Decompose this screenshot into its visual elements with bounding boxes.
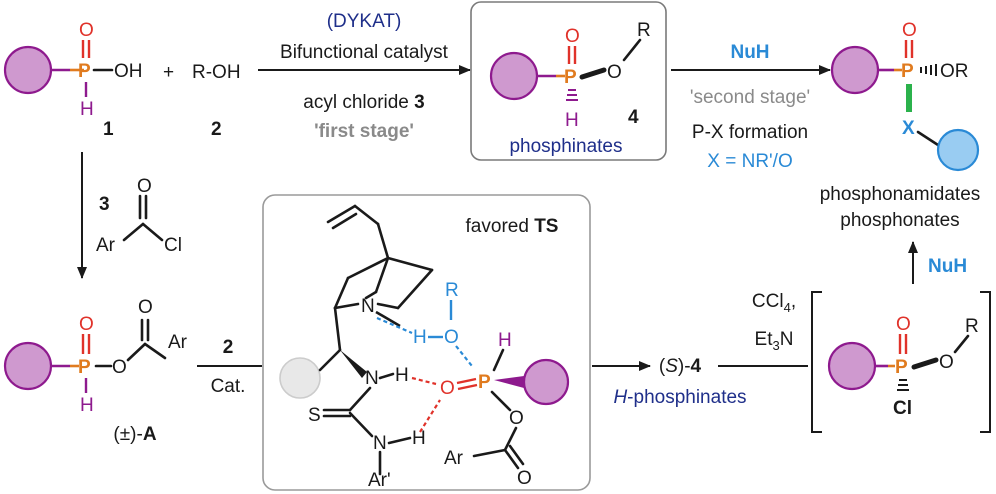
atom-R: R xyxy=(965,316,979,337)
phosphinates-label: phosphinates xyxy=(509,136,622,157)
atom-P: P xyxy=(78,61,91,82)
atom-O: O xyxy=(509,408,524,429)
atom-P: P xyxy=(901,61,914,82)
atom-O: O xyxy=(607,62,622,83)
atom-R: R xyxy=(445,280,459,301)
atom-OR: OR xyxy=(940,61,969,82)
step1-stage: 'first stage' xyxy=(314,121,414,142)
step1-catalyst: Bifunctional catalyst xyxy=(280,42,449,63)
atom-O: O xyxy=(137,176,152,197)
step2-x-def: X = NR'/O xyxy=(707,151,792,172)
phosphinate-box: P O R O H 4 phosphinates xyxy=(470,1,667,161)
step2-formation: P-X formation xyxy=(692,122,808,143)
compound-1: P OH O H 1 xyxy=(3,20,143,140)
atom-O: O xyxy=(112,357,127,378)
transition-state-box: favored TS N H O R N H S xyxy=(262,194,591,491)
ts-title: favored TS xyxy=(466,216,559,237)
compound-4-number: 4 xyxy=(628,107,639,128)
atom-P: P xyxy=(564,67,577,88)
step2-reagent: NuH xyxy=(730,42,769,63)
reagent-3-number: 3 xyxy=(99,194,110,215)
step1-dykat: (DYKAT) xyxy=(327,11,402,32)
atom-O: O xyxy=(79,20,94,41)
atom-N: N xyxy=(373,433,387,454)
intermediate-A: P O H O O Ar xyxy=(3,297,188,416)
substituent-sphere xyxy=(3,45,53,95)
atom-OH: OH xyxy=(114,61,143,82)
product-line2: phosphonates xyxy=(840,210,959,231)
atom-H: H xyxy=(413,327,427,348)
atom-O: O xyxy=(902,20,917,41)
atom-Ar: Ar xyxy=(168,332,188,353)
atom-X: X xyxy=(902,118,915,139)
atom-O: O xyxy=(440,378,455,399)
atom-P: P xyxy=(78,357,91,378)
atom-H: H xyxy=(395,365,409,386)
atom-P: P xyxy=(478,372,491,393)
atom-H: H xyxy=(80,395,94,416)
step3-reagent: 2 xyxy=(223,337,234,358)
plus-sign: + xyxy=(163,62,174,83)
atom-S: S xyxy=(308,405,321,426)
step5-reagent2: Et3N xyxy=(755,329,794,353)
atom-H: H xyxy=(565,110,579,131)
step2-stage: 'second stage' xyxy=(690,87,810,108)
atom-H: H xyxy=(498,330,512,351)
atom-H: H xyxy=(80,99,94,120)
atom-H: H xyxy=(412,428,426,449)
compound-2-number: 2 xyxy=(211,119,222,140)
product-structure: P OR O X xyxy=(830,20,980,172)
compound-number: 1 xyxy=(103,119,114,140)
compound-2-formula: R-OH xyxy=(192,62,241,83)
step1-reagent: acyl chloride 3 xyxy=(303,92,424,113)
atom-Cl: Cl xyxy=(893,398,912,419)
step5-reagent1: CCl4, xyxy=(752,291,796,315)
product-line1: phosphonamidates xyxy=(820,184,981,205)
step4-label: H-phosphinates xyxy=(613,387,746,408)
step3-catalyst: Cat. xyxy=(211,376,246,397)
step6-reagent: NuH xyxy=(928,256,967,277)
atom-O: O xyxy=(565,26,580,47)
atom-O: O xyxy=(138,297,153,318)
atom-Cl: Cl xyxy=(164,235,182,256)
atom-O: O xyxy=(896,314,911,335)
step4-product: (S)-4 xyxy=(659,356,702,377)
atom-Ar: Ar xyxy=(444,448,464,469)
atom-Ar: Ar xyxy=(96,235,116,256)
atom-P: P xyxy=(895,357,908,378)
atom-O: O xyxy=(517,468,532,489)
atom-N: N xyxy=(365,368,379,389)
atom-R: R xyxy=(637,20,651,41)
atom-Ar-prime: Ar' xyxy=(368,470,391,491)
atom-O: O xyxy=(939,352,954,373)
intermediate-A-label: (±)-A xyxy=(113,424,156,445)
reagent-3-structure: 3 Ar O Cl xyxy=(96,176,182,256)
atom-O: O xyxy=(444,327,459,348)
atom-N: N xyxy=(361,296,375,317)
atom-O: O xyxy=(79,314,94,335)
chloro-intermediate: P O O R Cl xyxy=(811,291,991,433)
